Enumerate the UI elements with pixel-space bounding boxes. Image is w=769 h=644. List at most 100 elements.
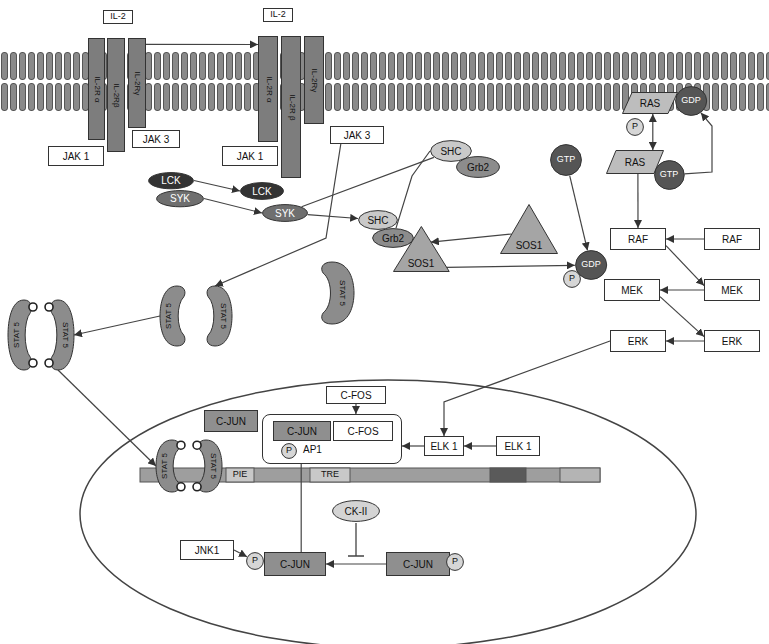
stat5-monomer: STAT 5: [8, 300, 40, 370]
receptor-chain: IL-2Rγ: [128, 38, 146, 128]
connector: [234, 550, 247, 557]
protein-box: C-JUN: [386, 552, 450, 576]
node-label: ELK 1: [430, 441, 457, 452]
connector: [204, 199, 262, 214]
receptor-chain: IL-2Rβ: [107, 38, 125, 152]
node-label: LCK: [252, 186, 271, 197]
shape-fill: [501, 205, 558, 254]
protein-box: RAF: [704, 228, 760, 250]
shape-fill: [627, 119, 644, 136]
protein-ellipse: LCK: [240, 182, 284, 200]
connector: [666, 238, 704, 239]
node-label: C-FOS: [340, 390, 371, 401]
shape-fill: [373, 229, 414, 248]
connector: [326, 563, 386, 564]
connector: [660, 297, 704, 337]
node-label: IL-2R β: [287, 94, 296, 120]
stat5-monomer: STAT 5: [198, 286, 232, 346]
protein-box: ERK: [704, 330, 760, 352]
dna-segment: [490, 468, 526, 482]
node-label: Grb2: [382, 233, 404, 244]
protein-box: MEK: [704, 279, 760, 301]
node-label: P: [286, 446, 292, 456]
node-label: P: [452, 557, 458, 567]
dna-segment: [560, 468, 600, 482]
protein-box: C-JUN: [264, 552, 326, 576]
node-label: STAT 5: [218, 303, 227, 329]
connector: [431, 234, 512, 242]
inhibition-line: [348, 523, 364, 556]
connector: [447, 265, 575, 267]
node-label: STAT 5: [160, 453, 169, 479]
receptor-chain: IL-2R α: [258, 36, 278, 142]
dna-segment: [226, 468, 254, 482]
shape-fill: [654, 161, 684, 190]
node-label: P: [569, 274, 575, 284]
protein-box: JAK 3: [330, 126, 384, 144]
shape-fill: [551, 145, 582, 176]
protein-box: ELK 1: [424, 436, 464, 456]
node-label: RAS: [640, 98, 661, 109]
receptor-chain: IL-2Rγ: [304, 36, 324, 124]
shape-fill: [322, 262, 354, 324]
shape-fill: [263, 205, 308, 222]
shape-fill: [207, 286, 232, 346]
node-label: ERK: [628, 336, 649, 347]
connector: [74, 316, 160, 335]
shape-fill: [199, 440, 222, 492]
node-label: IL-2Rβ: [112, 83, 121, 107]
sos1-triangle: SOS1: [393, 226, 450, 272]
dna-segment-label: TRE: [321, 470, 339, 480]
connector: [58, 370, 156, 466]
dna-segment-label: PIE: [233, 470, 248, 480]
node-label: SYK: [170, 193, 190, 204]
node-label: GDP: [581, 260, 601, 270]
node-label: JAK 3: [344, 130, 371, 141]
protein-ellipse: Grb2: [456, 156, 500, 178]
stat5-monomer: STAT 5: [160, 286, 194, 346]
shape-fill: [157, 190, 204, 206]
protein-ellipse: SYK: [156, 190, 204, 207]
node-label: STAT 5: [209, 453, 218, 479]
protein-box: ERK: [610, 330, 666, 352]
phospho-ring: [193, 441, 201, 449]
phospho-ring: [177, 441, 185, 449]
protein-box: MEK: [604, 279, 660, 301]
node-label: STAT 5: [165, 303, 174, 329]
node-label: CK-II: [345, 506, 368, 517]
ras-protein: RAS: [622, 92, 678, 114]
shape-fill: [447, 554, 464, 571]
node-label: C-FOS: [347, 426, 378, 437]
node-label: C-JUN: [287, 426, 317, 437]
receptor-chain: IL-2R α: [88, 38, 105, 140]
connector: [666, 246, 704, 286]
phospho-ring: [45, 303, 53, 311]
protein-box: IL-2: [263, 8, 293, 22]
node-label: C-JUN: [216, 416, 246, 427]
protein-ellipse: P: [563, 270, 581, 288]
connector: [355, 404, 356, 414]
protein-box: JAK 1: [48, 146, 104, 166]
protein-box: JNK1: [180, 540, 234, 560]
node-label: JAK 3: [143, 134, 170, 145]
protein-ellipse: SYK: [262, 204, 308, 222]
stat5-monomer: STAT 5: [156, 440, 188, 492]
node-label: STAT 5: [12, 322, 21, 348]
phospho-ring: [45, 359, 53, 367]
protein-ellipse: LCK: [148, 172, 194, 189]
stat5-monomer: STAT 5: [310, 262, 354, 324]
protein-box: ELK 1: [496, 436, 540, 456]
node-label: C-JUN: [403, 559, 433, 570]
protein-ellipse: CK-II: [332, 500, 380, 522]
protein-box: C-JUN: [273, 421, 331, 441]
protein-ellipse: GTP: [654, 160, 685, 190]
connector: [146, 44, 258, 45]
protein-ellipse: GDP: [675, 86, 707, 116]
shape-fill: [564, 271, 581, 288]
protein-ellipse: P: [446, 553, 464, 571]
shape-fill: [457, 157, 500, 178]
sos1-triangle: SOS1: [500, 204, 558, 254]
protein-box: C-FOS: [333, 421, 393, 441]
node-label: IL-2Rγ: [133, 71, 142, 95]
connector: [652, 114, 653, 150]
